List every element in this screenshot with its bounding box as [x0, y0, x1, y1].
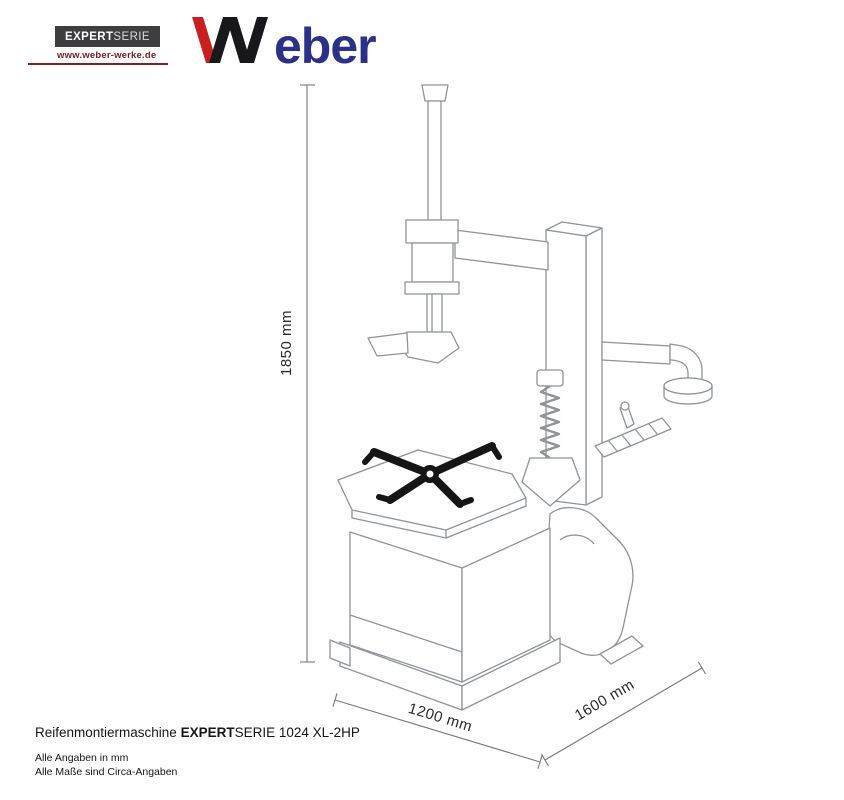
machine-helper-arm: [601, 341, 713, 405]
dimension-height: 1850 mm: [278, 84, 315, 663]
product-title-prefix: Reifenmontiermaschine: [35, 725, 181, 740]
machine-bead-press: [521, 369, 581, 507]
product-title-model: SERIE 1024 XL-2HP: [234, 725, 360, 740]
dimension-depth: 1600 mm: [540, 661, 707, 767]
dimension-depth-label: 1600 mm: [572, 676, 638, 724]
note-units: Alle Angaben in mm: [35, 752, 129, 764]
header-divider: [28, 63, 168, 65]
dimension-width: 1200 mm: [332, 693, 543, 769]
website-url: www.weber-werke.de: [57, 50, 157, 61]
machine-turntable: [337, 449, 527, 539]
weber-logo: eber: [192, 17, 377, 68]
note-circa: Alle Maße sind Circa-Angaben: [35, 766, 178, 778]
dimension-height-label: 1850 mm: [278, 310, 295, 376]
badge-serie-label: SERIE: [113, 30, 150, 43]
clamp-cross-hub-center: [426, 470, 434, 478]
machine-side-housing: [542, 507, 644, 665]
machine-top-arm: [454, 229, 549, 271]
machine-lever-bracket: [594, 401, 672, 458]
machine-cabinet: [329, 527, 561, 711]
machine-mount-tool: [367, 84, 460, 364]
badge-expert-label: EXPERT: [65, 30, 114, 43]
product-title-series: EXPERT: [180, 725, 235, 740]
logo-wordmark: eber: [274, 18, 376, 68]
weber-w-mark-icon: [192, 17, 268, 63]
machine-drawing: 1850 mm: [278, 84, 713, 769]
product-title: Reifenmontiermaschine EXPERTSERIE 1024 X…: [35, 725, 360, 740]
